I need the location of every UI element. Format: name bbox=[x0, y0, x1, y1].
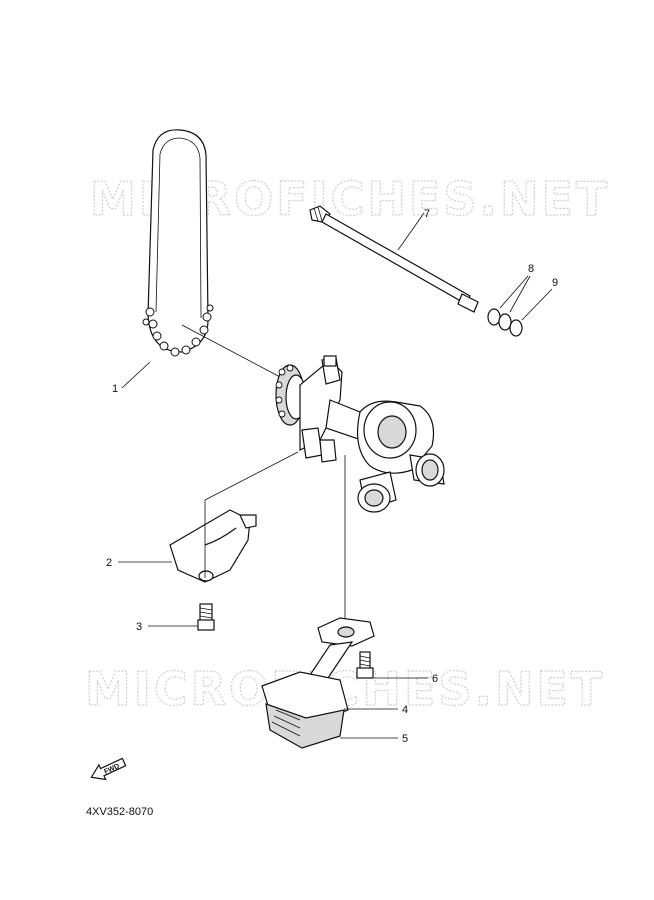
drive-chain bbox=[142, 129, 214, 357]
pump-cover bbox=[169, 509, 257, 583]
callout-2: 2 bbox=[106, 557, 112, 569]
bolt-3 bbox=[197, 603, 215, 631]
leader-chain-pump bbox=[181, 324, 283, 379]
callout-4: 4 bbox=[402, 704, 408, 716]
callout-leaders bbox=[118, 212, 553, 739]
fwd-arrow-icon: FWD bbox=[90, 757, 127, 781]
callout-7: 7 bbox=[424, 208, 430, 220]
oil-strainer bbox=[261, 617, 375, 749]
oil-pipe bbox=[309, 205, 479, 313]
diagram-code: 4XV352-8070 bbox=[86, 806, 154, 818]
o-rings bbox=[487, 308, 523, 337]
fwd-label: FWD bbox=[103, 763, 120, 776]
bolt-6 bbox=[356, 651, 374, 679]
callout-5: 5 bbox=[402, 733, 408, 745]
callout-8: 8 bbox=[528, 263, 534, 275]
callout-9: 9 bbox=[552, 277, 558, 289]
oil-pump-assembly bbox=[275, 355, 445, 513]
callout-3: 3 bbox=[136, 621, 142, 633]
callout-1: 1 bbox=[112, 383, 118, 395]
leader-cover bbox=[204, 451, 299, 501]
callout-6: 6 bbox=[432, 673, 438, 685]
